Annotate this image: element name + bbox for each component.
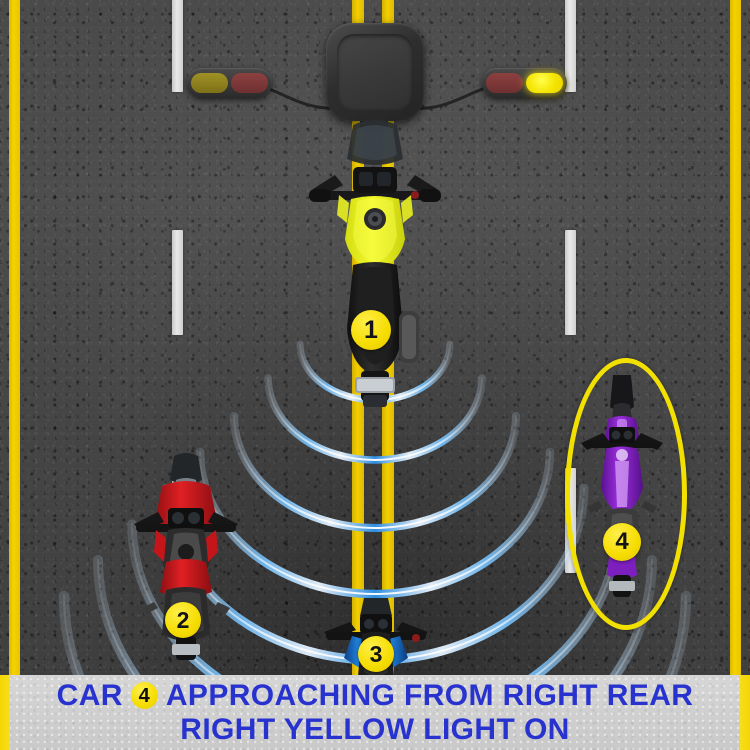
caption-left-yellow-strip (0, 675, 10, 750)
left-red-lamp-off (231, 73, 268, 93)
host-motorcycle[interactable]: 1 (295, 115, 455, 420)
motorcycle-right-rear[interactable]: 4 (575, 372, 669, 605)
lane-dash-left (172, 230, 183, 335)
caption-line-1: CAR 4 APPROACHING FROM RIGHT REAR (57, 679, 694, 713)
lane-dash-right (565, 0, 576, 92)
caption-suffix: APPROACHING FROM RIGHT REAR (165, 678, 694, 712)
caption-line-2: RIGHT YELLOW LIGHT ON (180, 712, 570, 746)
vehicle-badge-3: 3 (358, 636, 394, 672)
caption-right-yellow-strip (740, 675, 750, 750)
right-edge-yellow-line (730, 0, 741, 675)
lane-dash-right (565, 230, 576, 335)
right-indicator-module[interactable] (482, 68, 567, 98)
right-yellow-lamp-on (526, 73, 563, 93)
highlight-ellipse-vehicle-4 (565, 358, 687, 630)
motorcycle-center-rear[interactable]: 3 (316, 596, 436, 693)
vehicle-badge-4: 4 (603, 523, 641, 561)
motorcycle-left-rear[interactable]: 2 (126, 450, 246, 670)
left-amber-lamp-off (191, 73, 228, 93)
lane-dash-left (172, 0, 183, 92)
radar-control-unit[interactable] (326, 23, 424, 121)
left-indicator-module[interactable] (187, 68, 272, 98)
control-unit-screen (337, 34, 413, 110)
vehicle-badge-1: 1 (351, 310, 391, 350)
caption-prefix: CAR (56, 678, 123, 712)
vehicle-badge-2: 2 (165, 602, 201, 638)
right-red-lamp-off (486, 73, 523, 93)
left-edge-yellow-line (9, 0, 20, 675)
caption-banner: CAR 4 APPROACHING FROM RIGHT REAR RIGHT … (0, 675, 750, 750)
caption-vehicle-badge: 4 (130, 682, 158, 709)
